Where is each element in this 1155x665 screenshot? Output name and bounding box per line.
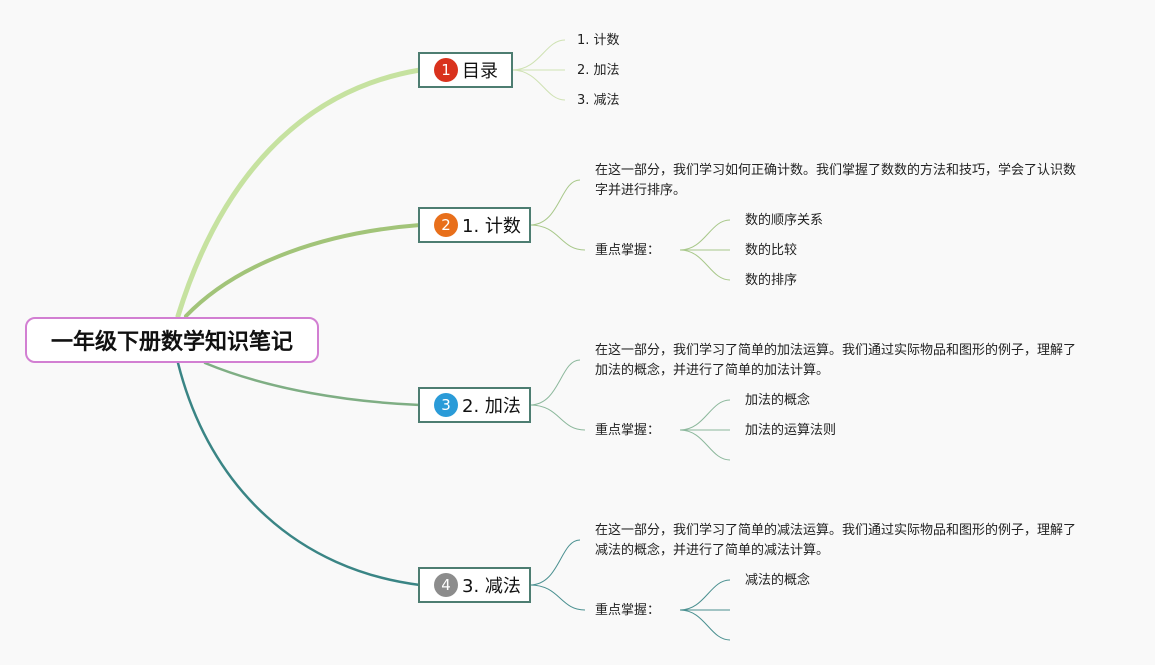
number-badge-icon: 4 — [434, 573, 458, 597]
addition-key-label[interactable]: 重点掌握： — [595, 423, 661, 438]
branch-topic-subtraction[interactable]: 4 3. 减法 — [418, 567, 531, 603]
number-badge-icon: 2 — [434, 213, 458, 237]
connector-root-branch4 — [176, 361, 422, 587]
connector-root-branch2 — [184, 223, 422, 318]
addition-description[interactable]: 在这一部分，我们学习了简单的加法运算。我们通过实际物品和图形的例子，理解了加法的… — [595, 343, 1077, 378]
connector-root-branch3 — [203, 361, 422, 407]
branch-topic-counting[interactable]: 2 1. 计数 — [418, 207, 531, 243]
branch-label: 目录 — [462, 61, 498, 82]
counting-key-label[interactable]: 重点掌握： — [595, 243, 661, 258]
counting-key-item-3[interactable]: 数的排序 — [745, 273, 798, 288]
branch-label: 3. 减法 — [462, 576, 521, 597]
subtraction-key-label[interactable]: 重点掌握： — [595, 603, 661, 618]
number-badge-icon: 3 — [434, 393, 458, 417]
branch-label: 1. 计数 — [462, 216, 521, 237]
counting-key-item-2[interactable]: 数的比较 — [745, 243, 798, 258]
contents-item-2[interactable]: 2. 加法 — [577, 63, 620, 78]
counting-key-item-1[interactable]: 数的顺序关系 — [745, 213, 824, 228]
addition-key-item-2[interactable]: 加法的运算法则 — [745, 423, 837, 438]
root-topic-title: 一年级下册数学知识笔记 — [50, 330, 293, 355]
contents-item-1[interactable]: 1. 计数 — [577, 33, 620, 48]
subtraction-description[interactable]: 在这一部分，我们学习了简单的减法运算。我们通过实际物品和图形的例子，理解了减法的… — [595, 523, 1077, 558]
number-badge-icon: 1 — [434, 58, 458, 82]
branch-topic-addition[interactable]: 3 2. 加法 — [418, 387, 531, 423]
subtraction-key-item-1[interactable]: 减法的概念 — [745, 573, 811, 588]
addition-key-item-1[interactable]: 加法的概念 — [745, 393, 811, 408]
counting-description[interactable]: 在这一部分，我们学习如何正确计数。我们掌握了数数的方法和技巧，学会了认识数字并进… — [595, 163, 1077, 198]
root-topic[interactable]: 一年级下册数学知识笔记 — [25, 317, 319, 363]
branch-label: 2. 加法 — [462, 396, 521, 417]
branch-topic-contents[interactable]: 1 目录 — [418, 52, 513, 88]
connector-root-branch1 — [175, 67, 423, 319]
contents-item-3[interactable]: 3. 减法 — [577, 93, 620, 108]
